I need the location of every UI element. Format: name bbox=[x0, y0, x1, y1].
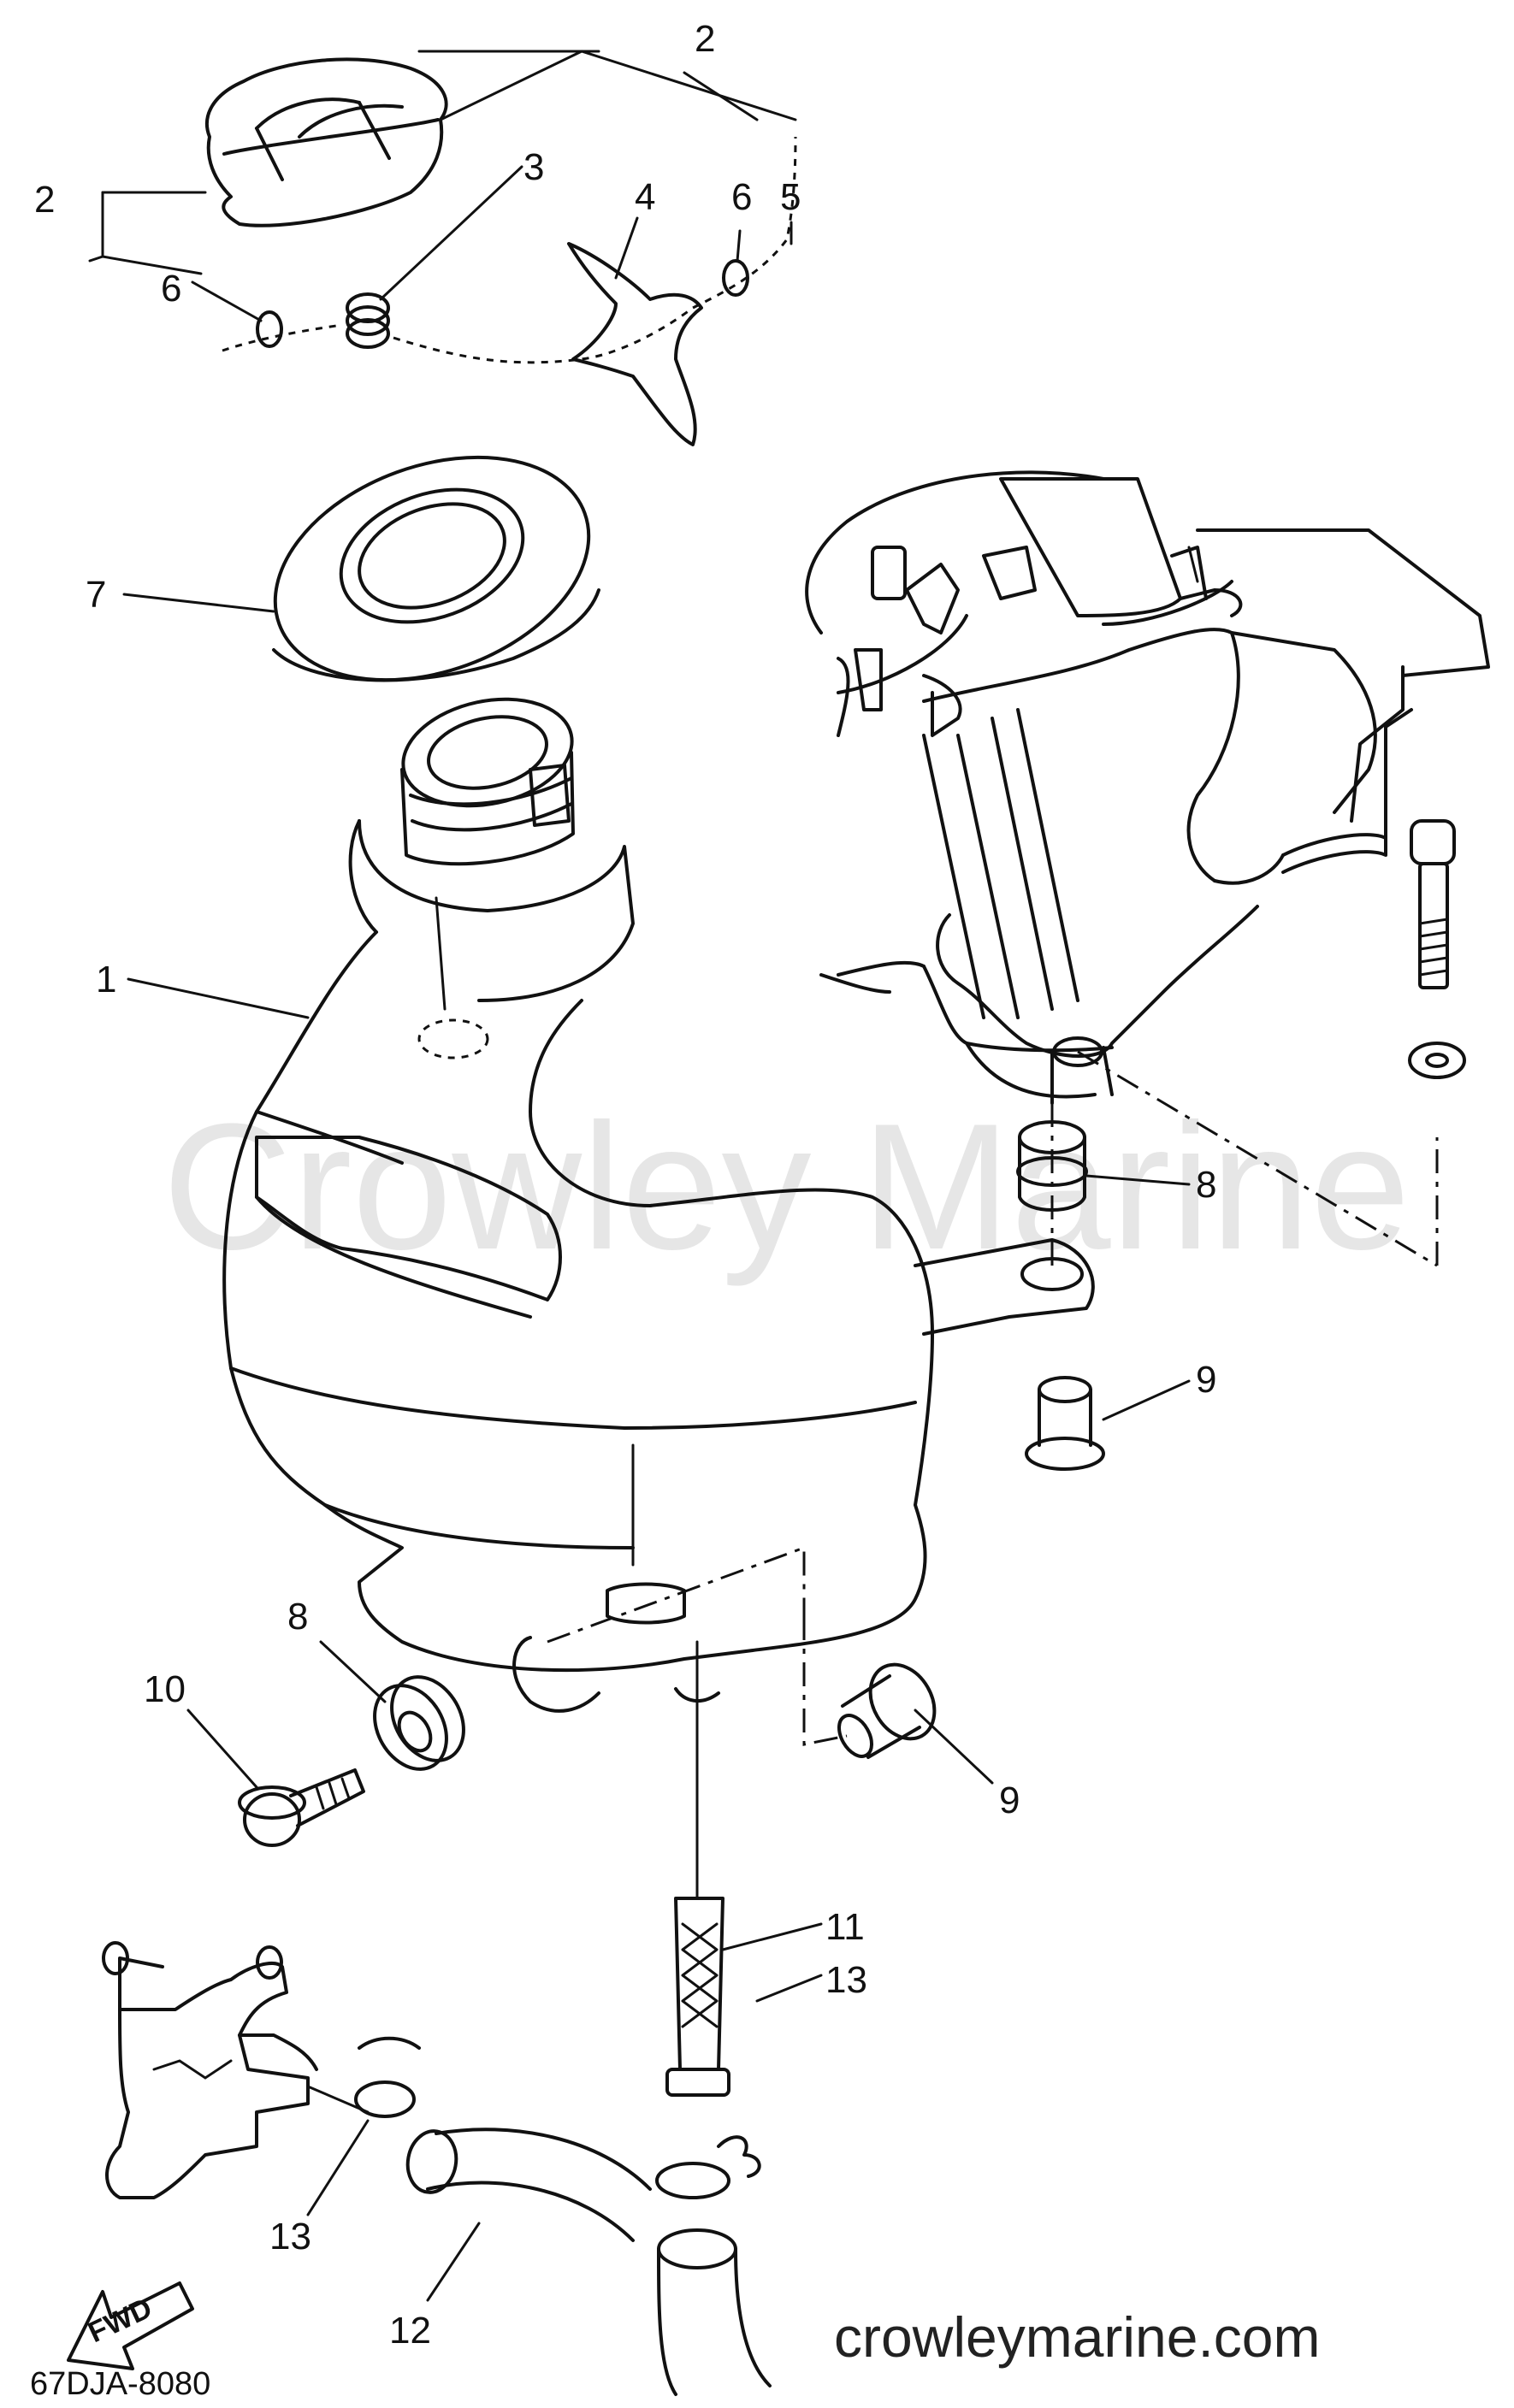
tank-bolt bbox=[238, 1768, 365, 1847]
fuel-hose bbox=[405, 2128, 772, 2396]
callout-1: 1 bbox=[96, 959, 116, 1000]
callout-9-lower: 9 bbox=[999, 1779, 1020, 1821]
grommet-lower bbox=[373, 1675, 465, 1771]
callouts: 2 2 3 4 6 5 6 7 1 8 9 8 10 9 11 13 13 12 bbox=[34, 18, 1216, 2352]
callout-9-upper: 9 bbox=[1196, 1359, 1216, 1401]
ring-right bbox=[722, 259, 749, 297]
fuel-tank bbox=[222, 697, 1095, 1713]
callout-13-left: 13 bbox=[269, 2216, 311, 2258]
cap-gasket bbox=[567, 242, 703, 446]
filler-seal bbox=[272, 455, 600, 682]
grommet-upper bbox=[1016, 1120, 1088, 1212]
callout-11: 11 bbox=[825, 1906, 865, 1948]
website-label: crowleymarine.com bbox=[834, 2305, 1320, 2369]
callout-2-top: 2 bbox=[695, 18, 715, 60]
bracket-washer bbox=[1408, 1042, 1466, 1079]
fuel-cap bbox=[204, 57, 448, 227]
hose-clip-left bbox=[354, 2036, 421, 2118]
callout-10: 10 bbox=[144, 1668, 186, 1710]
diagram-code: 67DJA-8080 bbox=[30, 2366, 210, 2402]
callout-7: 7 bbox=[86, 574, 106, 616]
callout-8-lower: 8 bbox=[287, 1596, 308, 1638]
collar-lower bbox=[802, 1616, 937, 1759]
callout-12: 12 bbox=[389, 2310, 431, 2352]
callout-8-upper: 8 bbox=[1196, 1164, 1216, 1206]
bracket-bolt bbox=[1410, 819, 1456, 989]
callout-6-right: 6 bbox=[731, 176, 752, 218]
collar-upper bbox=[1025, 1376, 1105, 1471]
fwd-arrow: FWD bbox=[67, 2281, 194, 2370]
fuel-filter bbox=[665, 1640, 730, 2097]
leader-lines bbox=[88, 50, 1191, 2302]
fuel-cock bbox=[102, 1941, 370, 2199]
callout-13-right: 13 bbox=[825, 1959, 867, 2001]
hose-clip-right bbox=[655, 2135, 761, 2199]
ring-left bbox=[256, 310, 283, 348]
callout-5: 5 bbox=[780, 176, 801, 218]
bead-chain bbox=[222, 136, 797, 364]
fwd-label: FWD bbox=[83, 2292, 157, 2349]
callout-3: 3 bbox=[523, 146, 544, 188]
callout-6-left: 6 bbox=[161, 268, 181, 310]
spring bbox=[346, 292, 390, 349]
callout-4: 4 bbox=[635, 176, 655, 218]
callout-2-left: 2 bbox=[34, 179, 55, 221]
